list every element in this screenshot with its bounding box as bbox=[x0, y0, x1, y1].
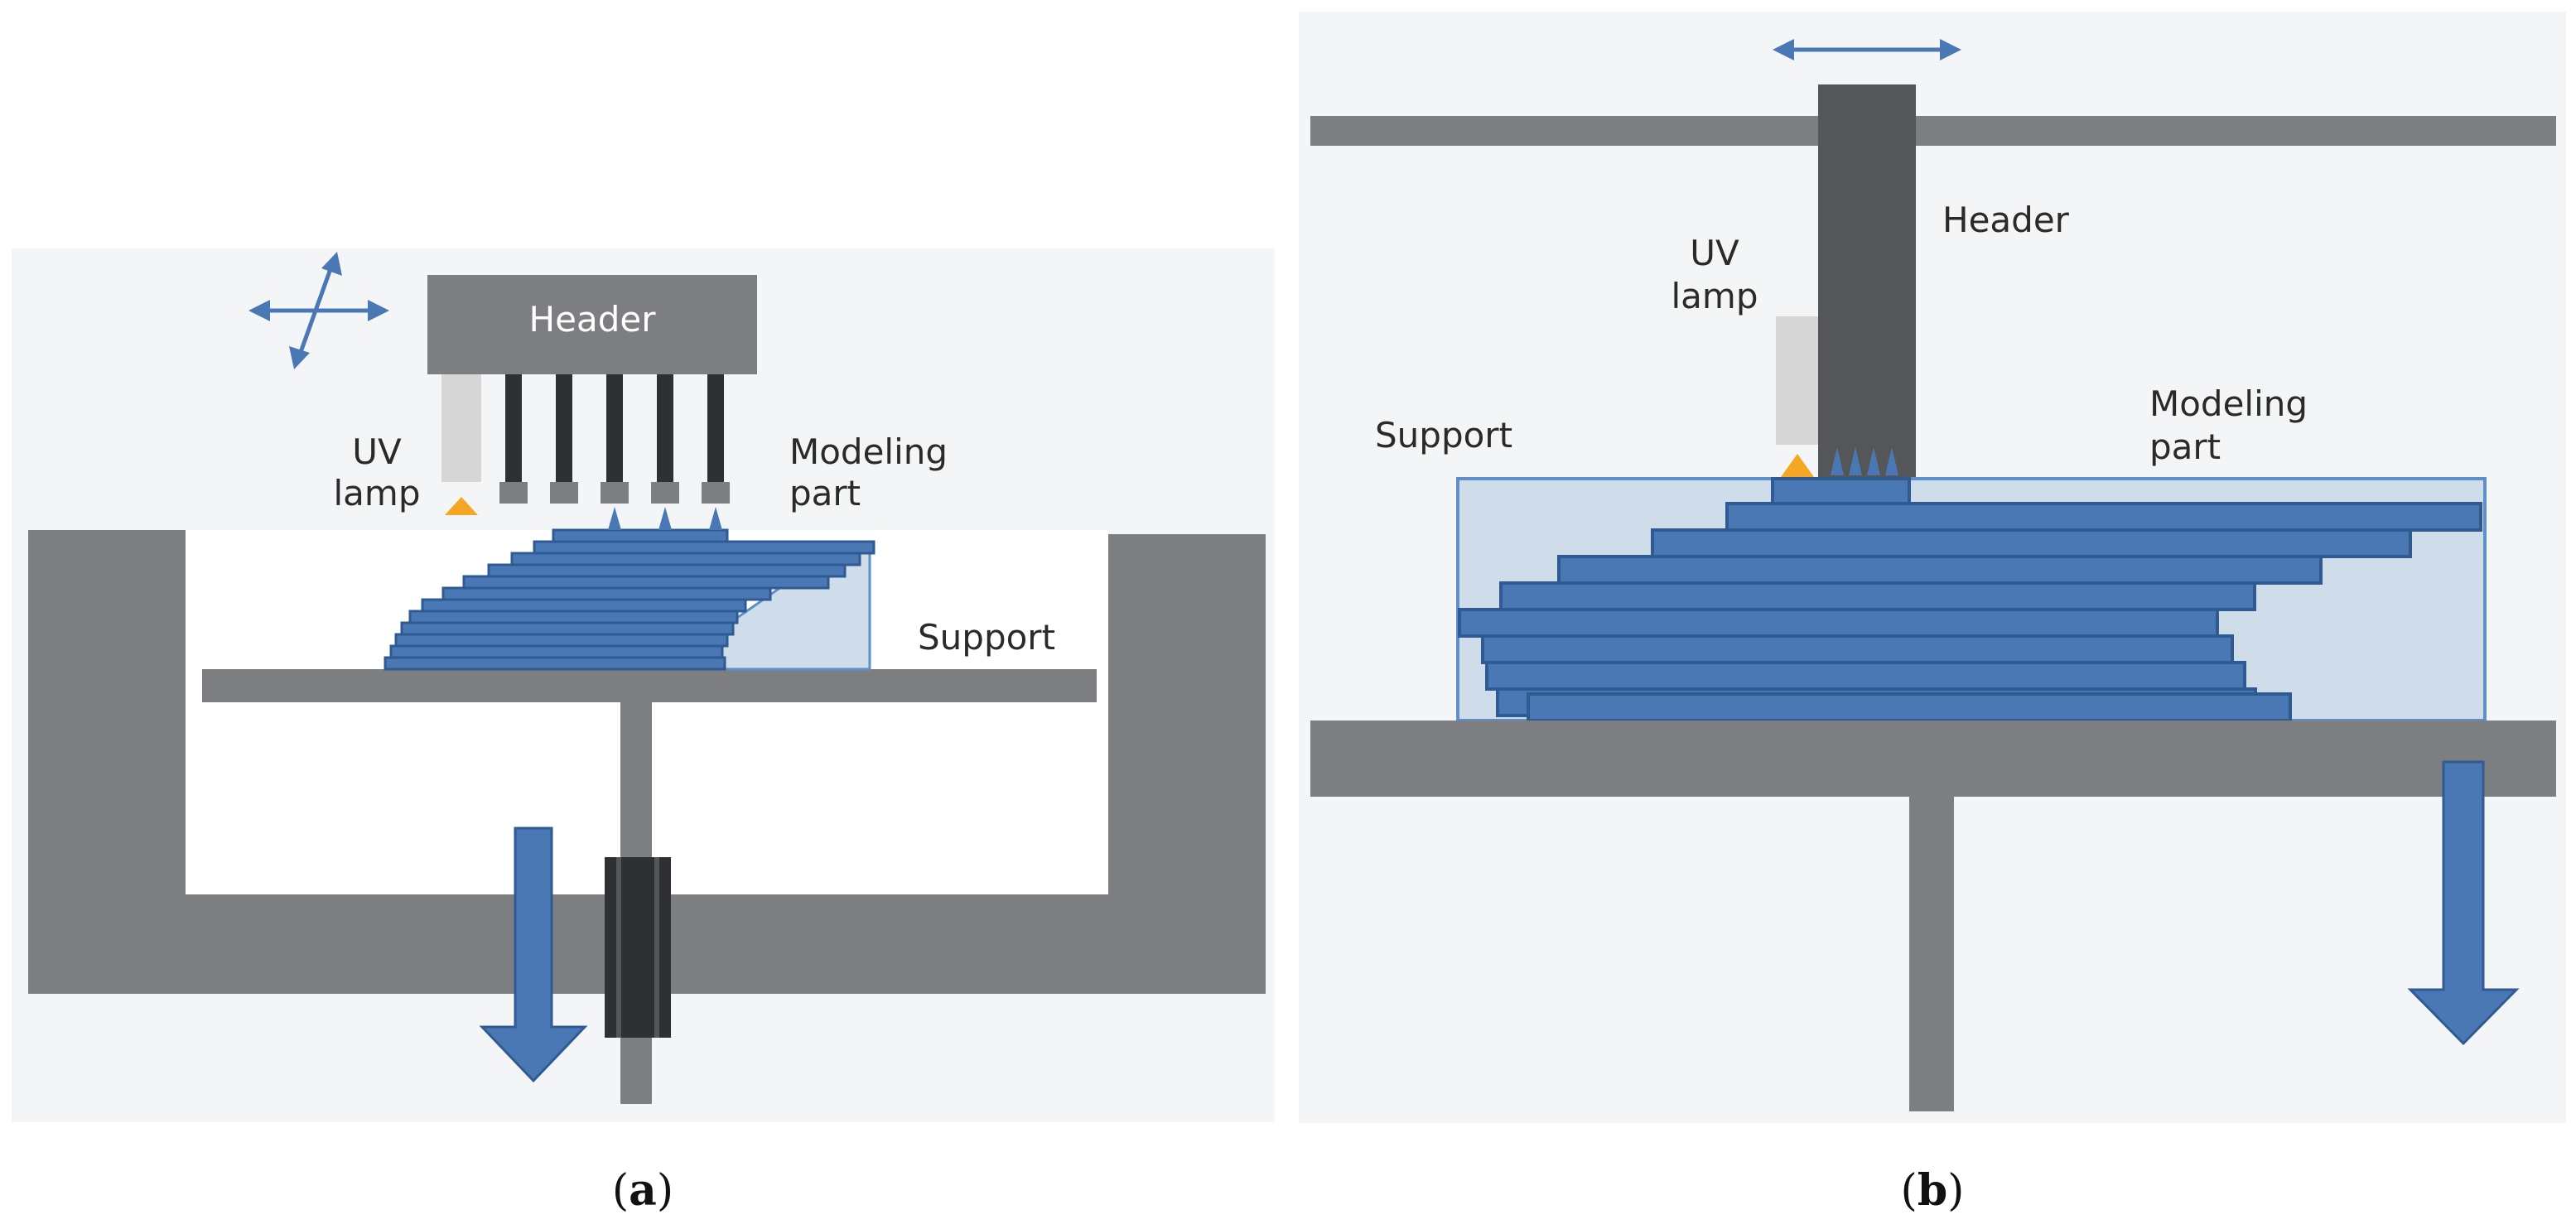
panel-a-layer bbox=[441, 586, 772, 601]
panel-b-jet-drop-icon bbox=[1831, 447, 1844, 475]
panel-a-header-label: Header bbox=[529, 299, 657, 340]
panel-a-nozzle-tip bbox=[702, 482, 730, 504]
panel-a-build-platform bbox=[202, 669, 1097, 702]
panel-a-layer bbox=[400, 621, 735, 636]
panel-b-caption-letter: b bbox=[1918, 1165, 1947, 1216]
panel-b-layer bbox=[1557, 555, 2323, 585]
panel-a-nozzles bbox=[499, 374, 730, 504]
panel-a-nozzle bbox=[606, 374, 623, 482]
panel-a-caption-letter: a bbox=[629, 1165, 657, 1216]
panel-a-lamp-label: lamp bbox=[334, 473, 421, 513]
panel-a-nozzle bbox=[556, 374, 572, 482]
panel-b-platform-rod bbox=[1909, 797, 1954, 1111]
panel-b-layer bbox=[1481, 634, 2234, 664]
panel-b-layer bbox=[1771, 477, 1911, 505]
panel-a-uv-label: UV bbox=[352, 431, 402, 472]
panel-b-down-arrow-icon bbox=[2407, 760, 2520, 1046]
panel-a-model-layers bbox=[384, 528, 876, 671]
panel-a-uv-light-icon bbox=[445, 497, 478, 515]
panel-b-caption: (b) bbox=[1901, 1165, 1965, 1216]
panel-a-jet-drop-icon bbox=[658, 507, 672, 530]
panel-a-layer bbox=[510, 552, 861, 566]
panel-a-jet-drop-icon bbox=[709, 507, 722, 530]
panel-a-nozzle bbox=[707, 374, 724, 482]
panel-a-nozzle-tip bbox=[499, 482, 528, 504]
panel-a-layer bbox=[487, 563, 847, 578]
panel-b-jet-drop-icon bbox=[1867, 447, 1880, 475]
panel-a-layer bbox=[552, 528, 729, 543]
panel-a-jet-drops bbox=[608, 507, 722, 530]
panel-b-layer bbox=[1485, 661, 2246, 691]
panel-b-header-label: Header bbox=[1942, 200, 2070, 240]
panel-a-header-block bbox=[427, 275, 757, 374]
panel-b-jet-drops bbox=[1831, 447, 1898, 475]
panel-b-jet-drop-icon bbox=[1885, 447, 1898, 475]
panel-b-header-block bbox=[1818, 84, 1916, 482]
panel-b-caption-close: ) bbox=[1947, 1166, 1964, 1216]
panel-a-rod-seal bbox=[605, 857, 671, 1038]
panel-a: Header UV lamp Modeling part Support bbox=[12, 248, 1275, 1122]
panel-b-uv-label: UV bbox=[1690, 233, 1739, 273]
panel-a-nozzle-tip bbox=[651, 482, 679, 504]
panel-b-jet-drop-icon bbox=[1849, 447, 1862, 475]
panel-a-nozzle bbox=[505, 374, 522, 482]
panel-b-uv-light-icon bbox=[1781, 454, 1814, 477]
panel-a-caption-open: ( bbox=[612, 1166, 629, 1216]
panel-b-support-label: Support bbox=[1375, 415, 1512, 455]
panel-a-nozzle-tip bbox=[601, 482, 629, 504]
panel-a-caption: (a) bbox=[612, 1165, 673, 1216]
panel-b-layer bbox=[1499, 581, 2256, 611]
panel-b: Header UV lamp Support Modeling part bbox=[1299, 12, 2566, 1123]
panel-b-layer bbox=[1651, 528, 2412, 558]
panel-a-rod-seal-band bbox=[616, 857, 621, 1038]
panel-b-part-label: part bbox=[2149, 427, 2221, 467]
panel-b-caption-open: ( bbox=[1901, 1166, 1918, 1216]
panel-b-lamp-label: lamp bbox=[1672, 276, 1758, 316]
panel-a-layer bbox=[421, 598, 747, 613]
panel-a-layer bbox=[394, 633, 729, 648]
panel-a-rod-seal-band bbox=[654, 857, 659, 1038]
panel-a-modeling-label: Modeling bbox=[789, 431, 948, 472]
panel-a-layer bbox=[389, 644, 724, 659]
panel-b-layer bbox=[1458, 608, 2219, 638]
panel-a-layer bbox=[462, 575, 830, 590]
panel-a-layer bbox=[533, 540, 876, 555]
panel-a-caption-close: ) bbox=[657, 1166, 673, 1216]
panel-b-modeling-label: Modeling bbox=[2149, 383, 2308, 424]
panel-a-xy-move-arrows-icon bbox=[248, 252, 389, 369]
panel-b-horizontal-move-arrow-icon bbox=[1773, 39, 1961, 60]
panel-b-build-platform bbox=[1310, 721, 2556, 797]
panel-a-part-label: part bbox=[789, 473, 861, 513]
panel-b-top-rail bbox=[1310, 116, 2556, 146]
panel-a-uv-lamp bbox=[441, 374, 481, 482]
panel-a-down-arrow-icon bbox=[479, 827, 588, 1083]
panel-b-layer bbox=[1725, 502, 2482, 532]
panel-a-nozzle-tip bbox=[550, 482, 578, 504]
panel-a-jet-drop-icon bbox=[608, 507, 621, 530]
panel-b-model-layers bbox=[1458, 477, 2482, 722]
panel-a-layer bbox=[384, 656, 726, 671]
panel-a-nozzle bbox=[657, 374, 673, 482]
panel-a-support-label: Support bbox=[918, 617, 1055, 658]
panel-a-layer bbox=[408, 610, 739, 624]
panel-b-layer bbox=[1527, 692, 2292, 722]
panel-b-uv-lamp bbox=[1776, 316, 1818, 445]
